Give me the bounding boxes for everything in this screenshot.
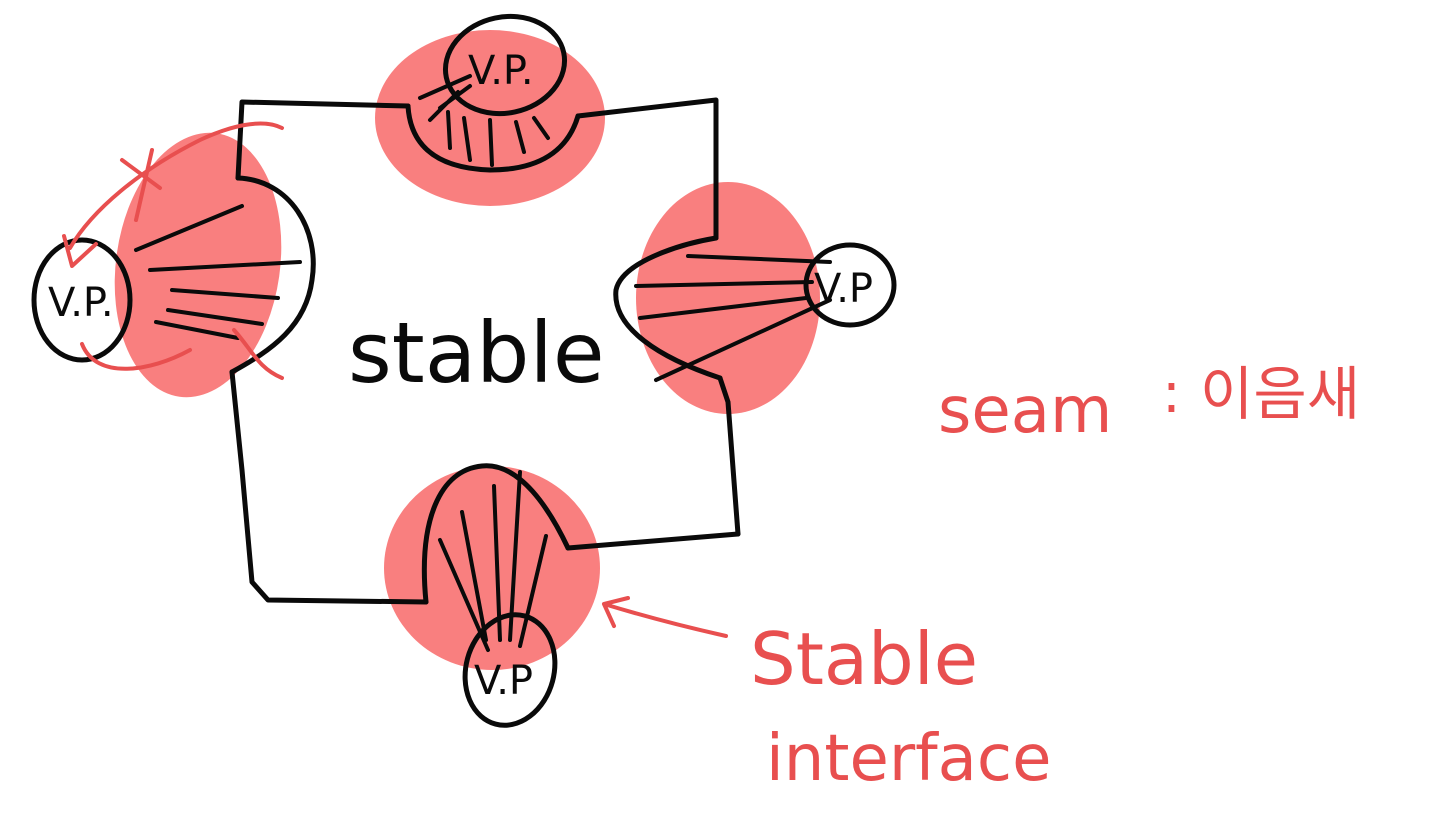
node-bottom-circle (462, 612, 558, 728)
seam-right (613, 235, 897, 382)
box-edge-bottom-right (565, 531, 741, 551)
left-crossout-strokes (62, 121, 284, 380)
seam-highlights (114, 30, 820, 670)
seam-blob-top (375, 30, 605, 206)
annotation-line1: Stable (750, 617, 978, 701)
seam-blob-bottom (384, 466, 600, 670)
node-left-label: V.P. (48, 280, 114, 326)
annotation-arrow (602, 596, 728, 638)
node-top-circle (442, 13, 568, 117)
legend-separator: : (1162, 361, 1181, 426)
node-top-label: V.P. (468, 48, 534, 94)
box-edge-top-left (235, 99, 411, 181)
center-label: stable (348, 304, 605, 402)
seam-blob-right (636, 182, 820, 414)
seam-top-hatch (418, 74, 550, 167)
seam-blob-left (114, 132, 282, 398)
legend-seam-korean: 이음새 (1200, 360, 1360, 428)
seam-bottom-fan (438, 470, 548, 652)
legend-seam-term: seam (938, 374, 1112, 448)
node-right-circle (803, 242, 897, 328)
seam-bottom-cone (421, 463, 571, 605)
seam-top (405, 13, 581, 173)
node-right-label: V.P (814, 266, 873, 312)
seam-left (31, 121, 316, 380)
seam-top-cup (405, 103, 581, 173)
stable-box-outline (229, 97, 741, 605)
seam-left-bulge (229, 175, 316, 375)
box-edge-right-lower (717, 375, 741, 537)
box-edge-top-right (575, 97, 719, 241)
seam-top-fan (428, 84, 472, 122)
seam-right-fan (634, 254, 832, 382)
seam-bottom (421, 463, 571, 728)
seam-left-fan (134, 204, 302, 340)
seam-right-bulge (613, 235, 723, 381)
node-left-circle (31, 237, 133, 363)
node-bottom-label: V.P (474, 658, 533, 704)
box-edge-bottom-left (229, 369, 429, 605)
annotation-line2: interface (766, 722, 1051, 796)
